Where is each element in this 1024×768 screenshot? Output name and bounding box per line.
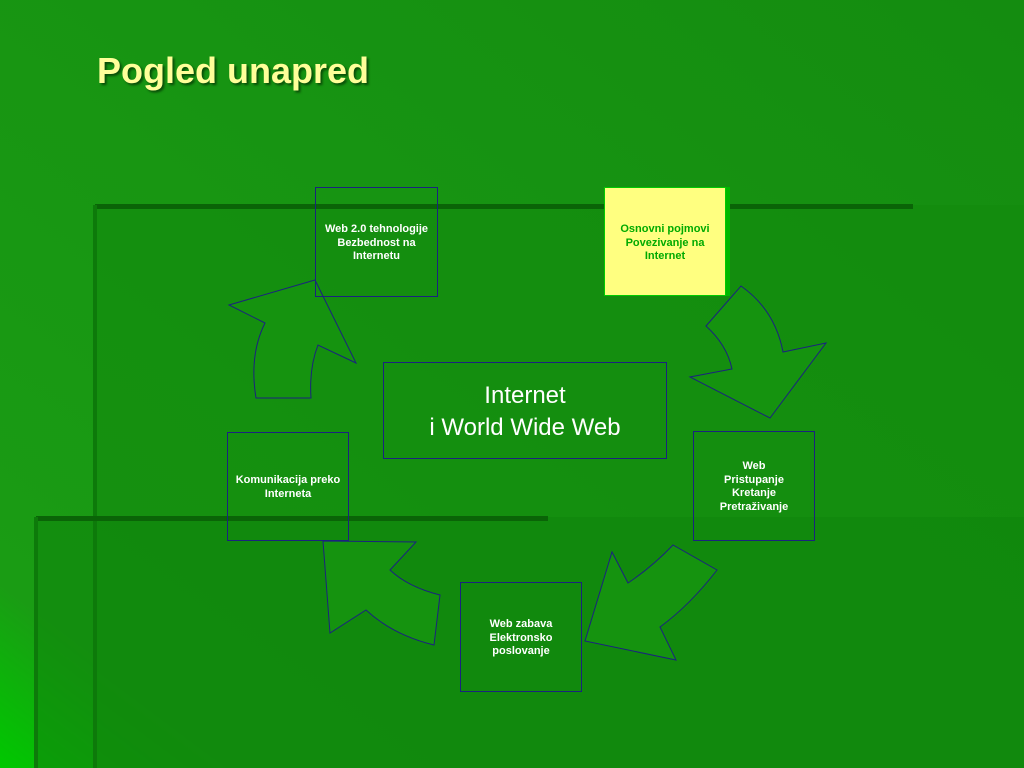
center-topic: Internet i World Wide Web bbox=[383, 362, 667, 459]
arrow-bottom-left bbox=[322, 540, 441, 646]
node-web20[interactable]: Web 2.0 tehnologije Bezbednost na Intern… bbox=[315, 187, 438, 297]
node-web20-line-3: Internetu bbox=[352, 250, 401, 262]
center-topic-line-1: Internet bbox=[484, 382, 566, 409]
node-web-line-2: Pristupanje bbox=[724, 473, 784, 486]
node-osnovni-pojmovi[interactable]: Osnovni pojmovi Povezivanje na Internet bbox=[604, 187, 726, 296]
node-web20-line-1: Web 2.0 tehnologije bbox=[324, 223, 429, 235]
node-zabava-line-3: poslovanje bbox=[492, 645, 550, 657]
node-web-zabava[interactable]: Web zabava Elektronsko poslovanje bbox=[460, 582, 582, 692]
node-zabava-line-2: Elektronsko bbox=[489, 631, 553, 644]
node-web-line-1: Web bbox=[742, 460, 766, 472]
arrow-bottom-right bbox=[584, 544, 718, 661]
arrow-top-left bbox=[227, 279, 358, 399]
node-osnovni-line-2: Povezivanje na bbox=[625, 236, 705, 249]
node-osnovni-line-1: Osnovni pojmovi bbox=[620, 223, 710, 235]
node-komunikacija[interactable]: Komunikacija preko Interneta bbox=[227, 432, 349, 541]
slide-title: Pogled unapred bbox=[97, 50, 370, 91]
node-zabava-line-1: Web zabava bbox=[489, 618, 553, 630]
center-topic-line-2: i World Wide Web bbox=[429, 414, 621, 441]
node-komunikacija-line-1: Komunikacija preko bbox=[235, 474, 341, 486]
node-web-line-3: Kretanje bbox=[731, 487, 777, 499]
node-osnovni-line-3: Internet bbox=[644, 250, 686, 262]
node-web[interactable]: Web Pristupanje Kretanje Pretraživanje bbox=[693, 431, 815, 541]
node-web20-line-2: Bezbednost na bbox=[337, 236, 416, 249]
node-komunikacija-line-2: Interneta bbox=[264, 487, 312, 500]
node-web-line-4: Pretraživanje bbox=[719, 500, 789, 513]
arrow-top-right bbox=[688, 285, 828, 419]
